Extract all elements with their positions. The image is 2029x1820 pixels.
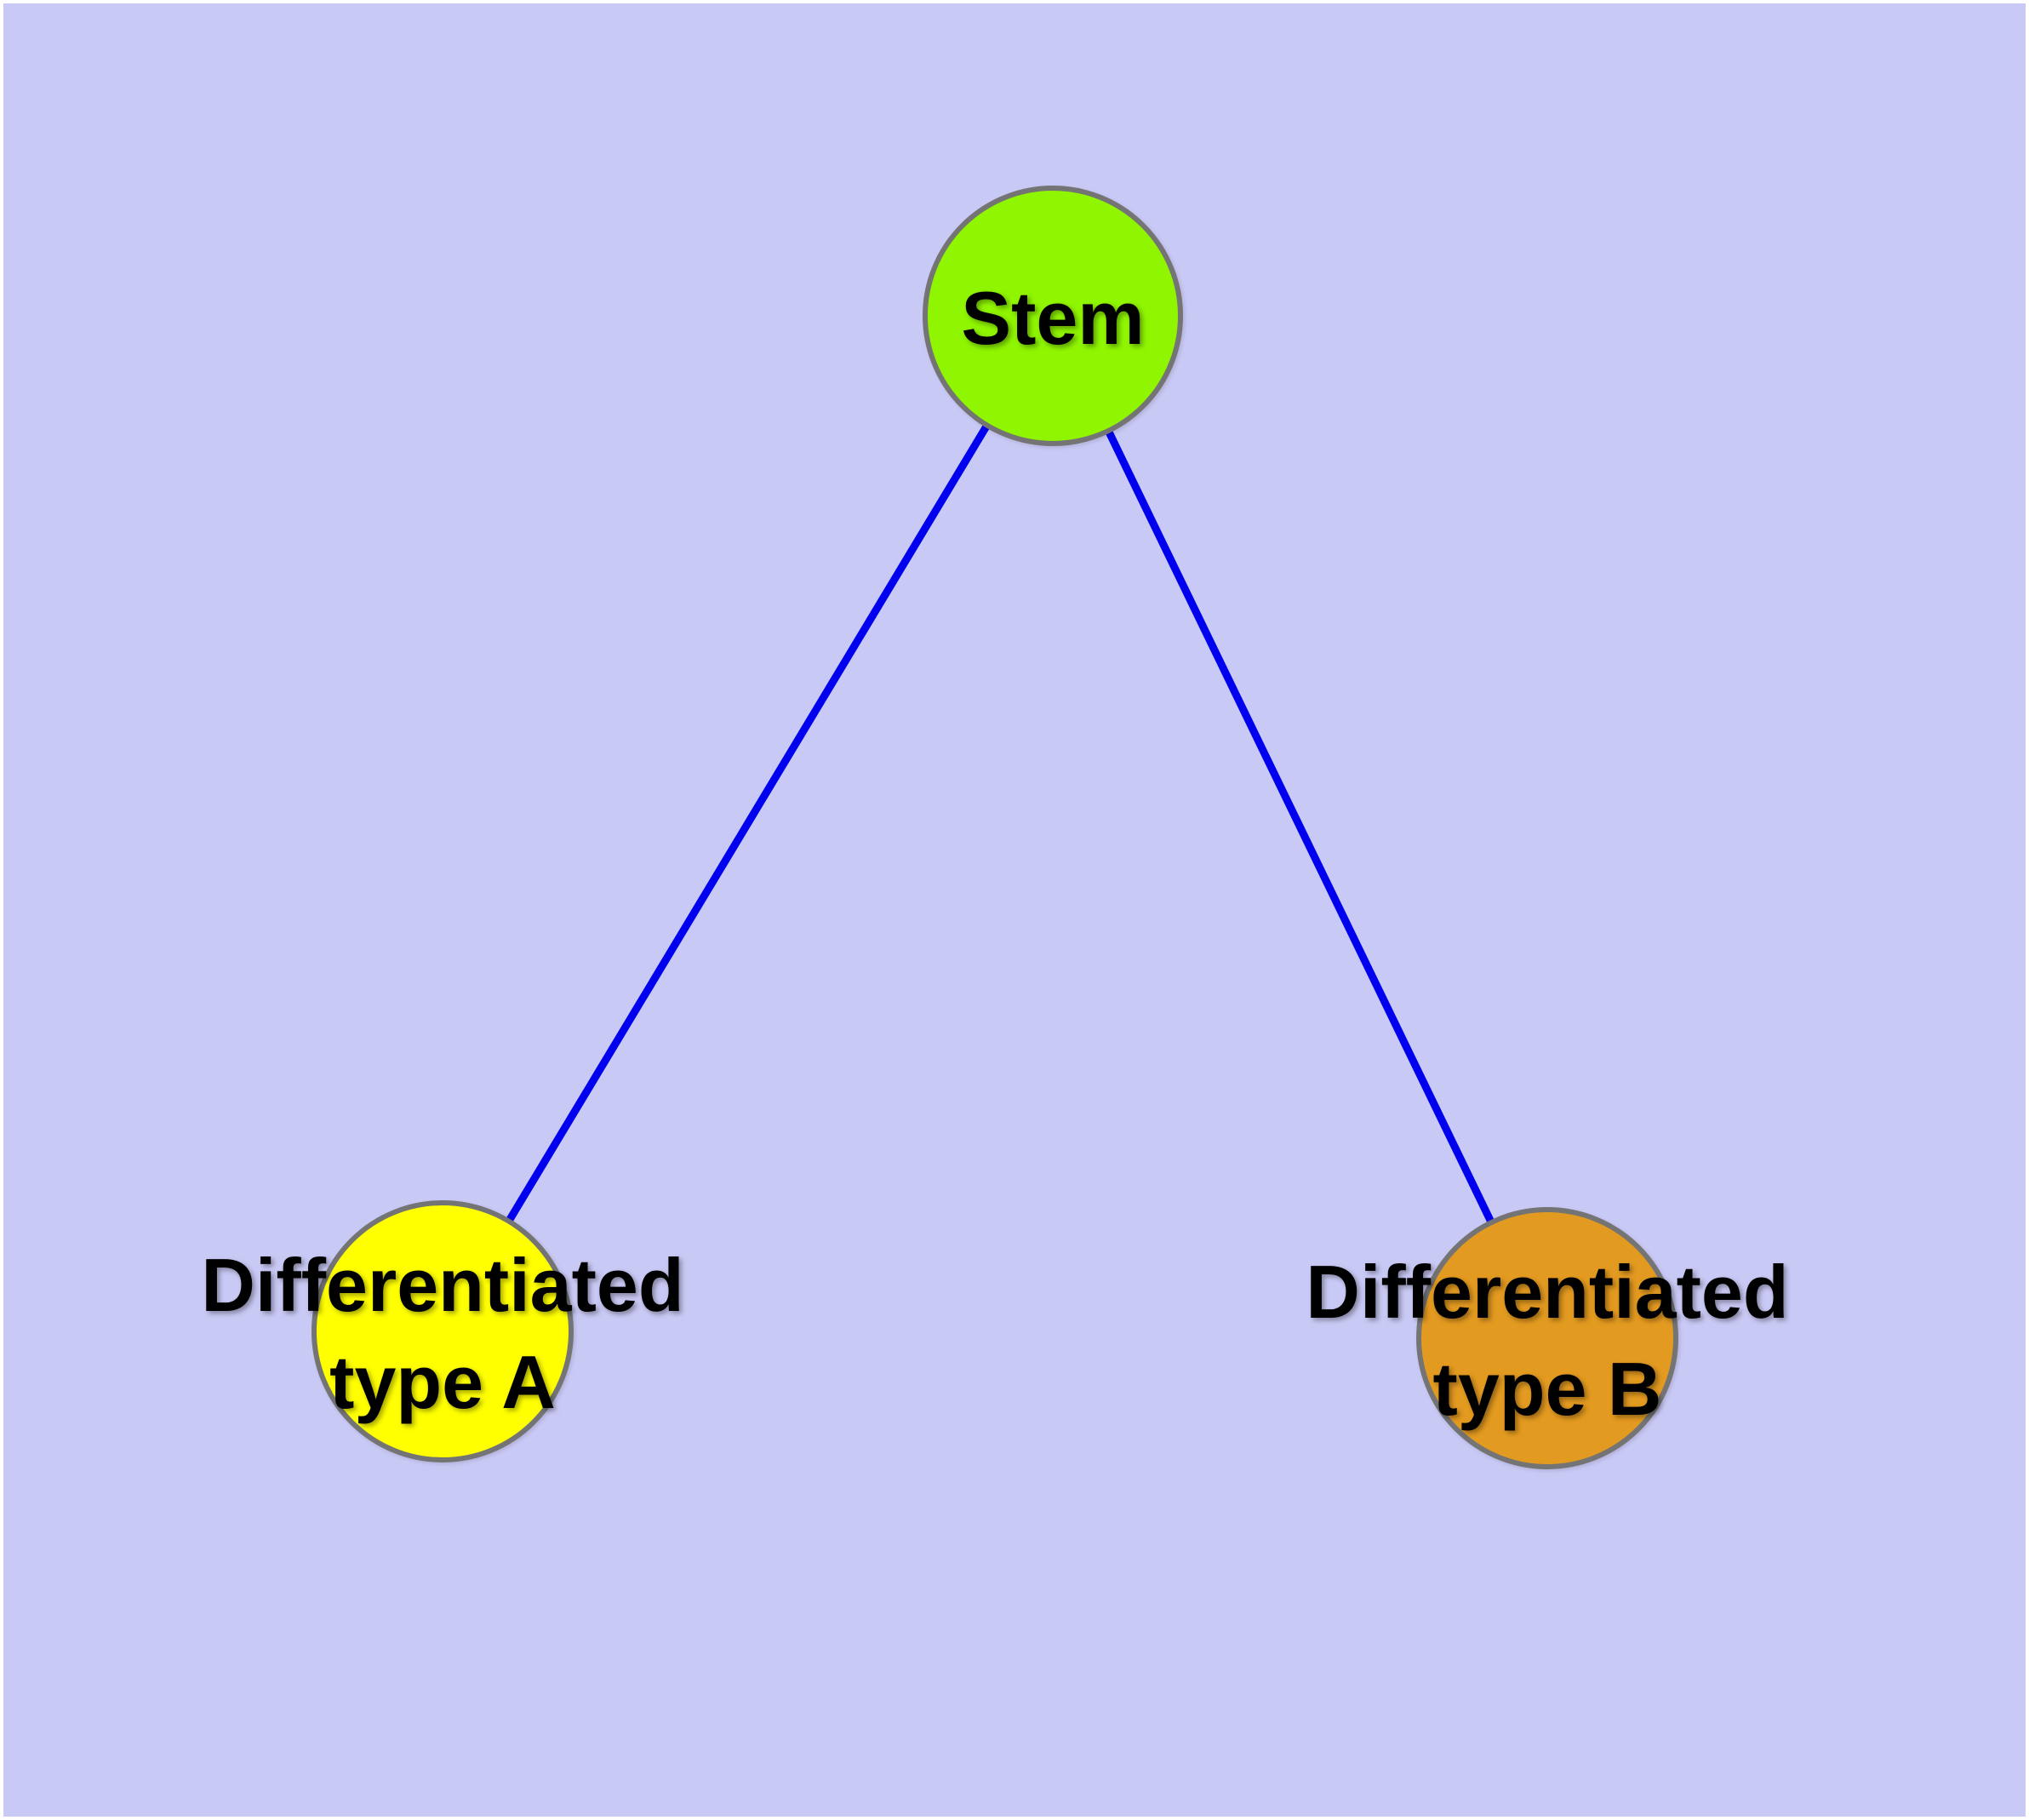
node-differentiated-type-a-circle [311, 1200, 574, 1462]
edges-layer [439, 313, 1552, 1340]
node-stem-circle [923, 186, 1183, 446]
node-differentiated-type-b-circle [1416, 1207, 1678, 1469]
node-stem-label: Stem [961, 276, 1144, 360]
node-stem: Stem [923, 186, 1183, 446]
edge-stem-to-differentiated-type-b [1049, 314, 1552, 1340]
edge-stem-to-differentiated-type-a [439, 313, 1056, 1334]
